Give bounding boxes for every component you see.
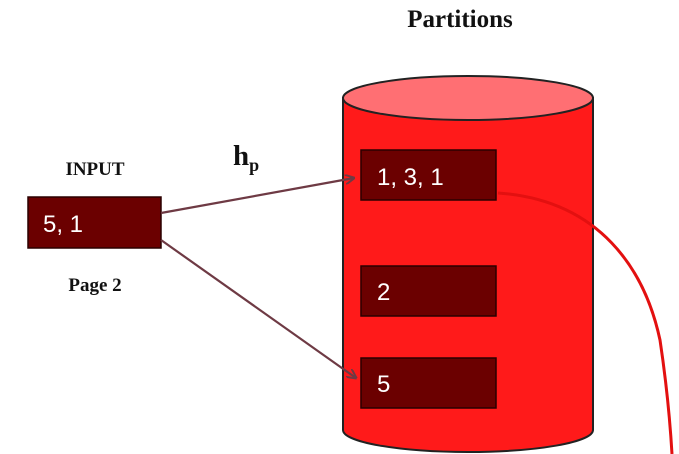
partition-box-2: 2 <box>360 265 497 317</box>
partition-box-1: 1, 3, 1 <box>360 149 497 201</box>
page-label: Page 2 <box>68 275 122 296</box>
input-label: INPUT <box>65 159 125 180</box>
partition-value-3: 5 <box>377 371 390 398</box>
hash-arrow-to-partition-3 <box>160 239 356 378</box>
input-page-box: 5, 1 <box>27 196 162 249</box>
partitions-title: Partitions <box>407 6 513 33</box>
hash-function-subscript: p <box>249 155 260 175</box>
hash-function-label: hp <box>233 140 259 176</box>
partition-box-3: 5 <box>360 357 497 409</box>
cylinder-top <box>342 75 594 121</box>
hash-function-base: h <box>233 140 250 172</box>
hash-arrow-to-partition-1 <box>160 178 354 215</box>
partition-value-2: 2 <box>377 279 390 306</box>
input-value: 5, 1 <box>43 211 83 238</box>
partition-flush-curve <box>497 191 674 454</box>
partition-value-1: 1, 3, 1 <box>377 164 444 191</box>
